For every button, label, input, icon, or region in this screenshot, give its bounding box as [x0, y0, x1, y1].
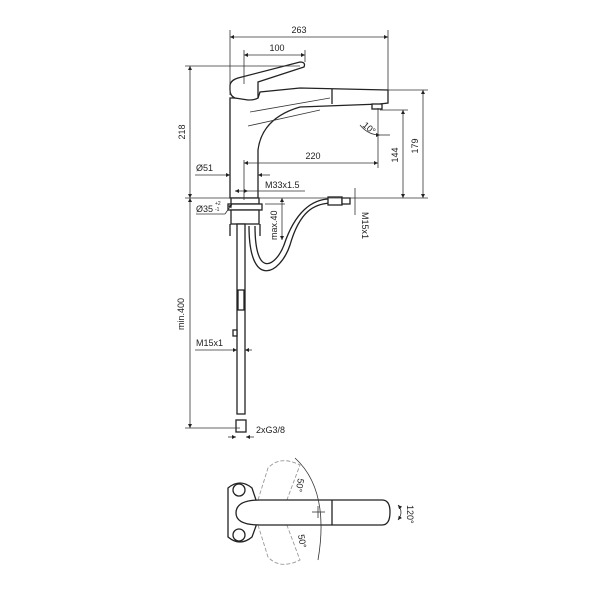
label-lever-length: 100	[269, 43, 284, 53]
spout-highlight	[249, 97, 331, 113]
lever-position-right	[257, 519, 301, 565]
label-hole-tolerance-lower: -1	[215, 207, 220, 213]
label-connection: 2xG3/8	[256, 425, 285, 435]
faucet-body	[229, 87, 389, 199]
pull-out-hose	[248, 202, 331, 272]
faucet-top-view	[227, 457, 403, 565]
faucet-side-view	[227, 61, 389, 433]
lever-handle	[229, 61, 306, 101]
label-hose-thread-right: M15x1	[360, 212, 370, 239]
lever-position-left	[257, 460, 301, 506]
mounting-hole	[232, 528, 246, 542]
rotation-arc	[294, 457, 322, 561]
spout-highlight	[247, 109, 321, 127]
label-outlet-height: 144	[390, 147, 400, 162]
supply-hose	[236, 223, 246, 415]
label-rotation-right: 50°	[296, 534, 308, 550]
label-overall-length: 263	[291, 25, 306, 35]
dimension-labels: 263 100 218 179 144 10° 220 Ø51 M33x1.5 …	[176, 25, 420, 549]
hose-connector-end	[341, 197, 351, 205]
label-rotation-left: 50°	[294, 478, 306, 494]
base-ring	[230, 197, 260, 205]
label-spray-rotation: 120°	[405, 505, 415, 524]
hose-nut	[235, 419, 247, 433]
spray-rotation-arrow	[397, 504, 403, 521]
hose-fitting	[232, 329, 238, 337]
mounting-plate	[227, 203, 263, 211]
mounting-hole	[232, 483, 246, 497]
label-mounting-thread: M33x1.5	[265, 180, 300, 190]
label-spout-reach: 220	[305, 151, 320, 161]
pull-out-hose-edge	[254, 198, 331, 265]
label-body-diameter: Ø51	[196, 163, 213, 173]
label-overall-height: 218	[177, 124, 187, 139]
dimension-lines	[185, 30, 428, 439]
hose-crimp	[237, 289, 245, 311]
aerator	[371, 103, 383, 110]
label-hole-tolerance-upper: +2	[215, 201, 221, 207]
label-spout-angle: 10°	[361, 120, 378, 137]
lever-top	[235, 499, 391, 526]
label-spout-height: 179	[410, 138, 420, 153]
label-hose-thread-left: M15x1	[196, 338, 223, 348]
label-hole-diameter: Ø35	[196, 204, 213, 214]
label-max-deck-thickness: max.40	[269, 210, 279, 240]
mounting-nut	[230, 209, 260, 225]
label-hose-length: min.400	[176, 298, 186, 330]
